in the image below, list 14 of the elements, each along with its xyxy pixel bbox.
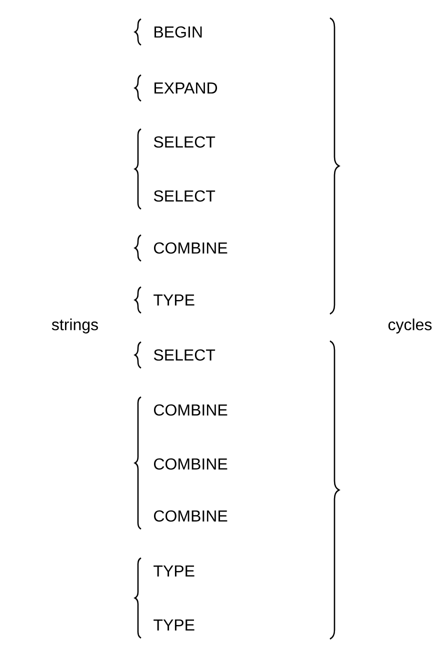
word: TYPE: [154, 294, 194, 306]
side-label: cycles: [388, 318, 432, 334]
word: SELECT: [154, 190, 216, 202]
word: SELECT: [154, 136, 216, 148]
word: COMBINE: [154, 510, 228, 522]
side-label: strings: [52, 318, 98, 334]
word: COMBINE: [154, 458, 228, 470]
word: COMBINE: [154, 242, 228, 254]
word: COMBINE: [154, 404, 228, 416]
word: TYPE: [154, 619, 194, 630]
word: BEGIN: [154, 26, 202, 38]
word: EXPAND: [154, 82, 218, 94]
word: SELECT: [154, 349, 216, 361]
word: TYPE: [154, 565, 194, 576]
